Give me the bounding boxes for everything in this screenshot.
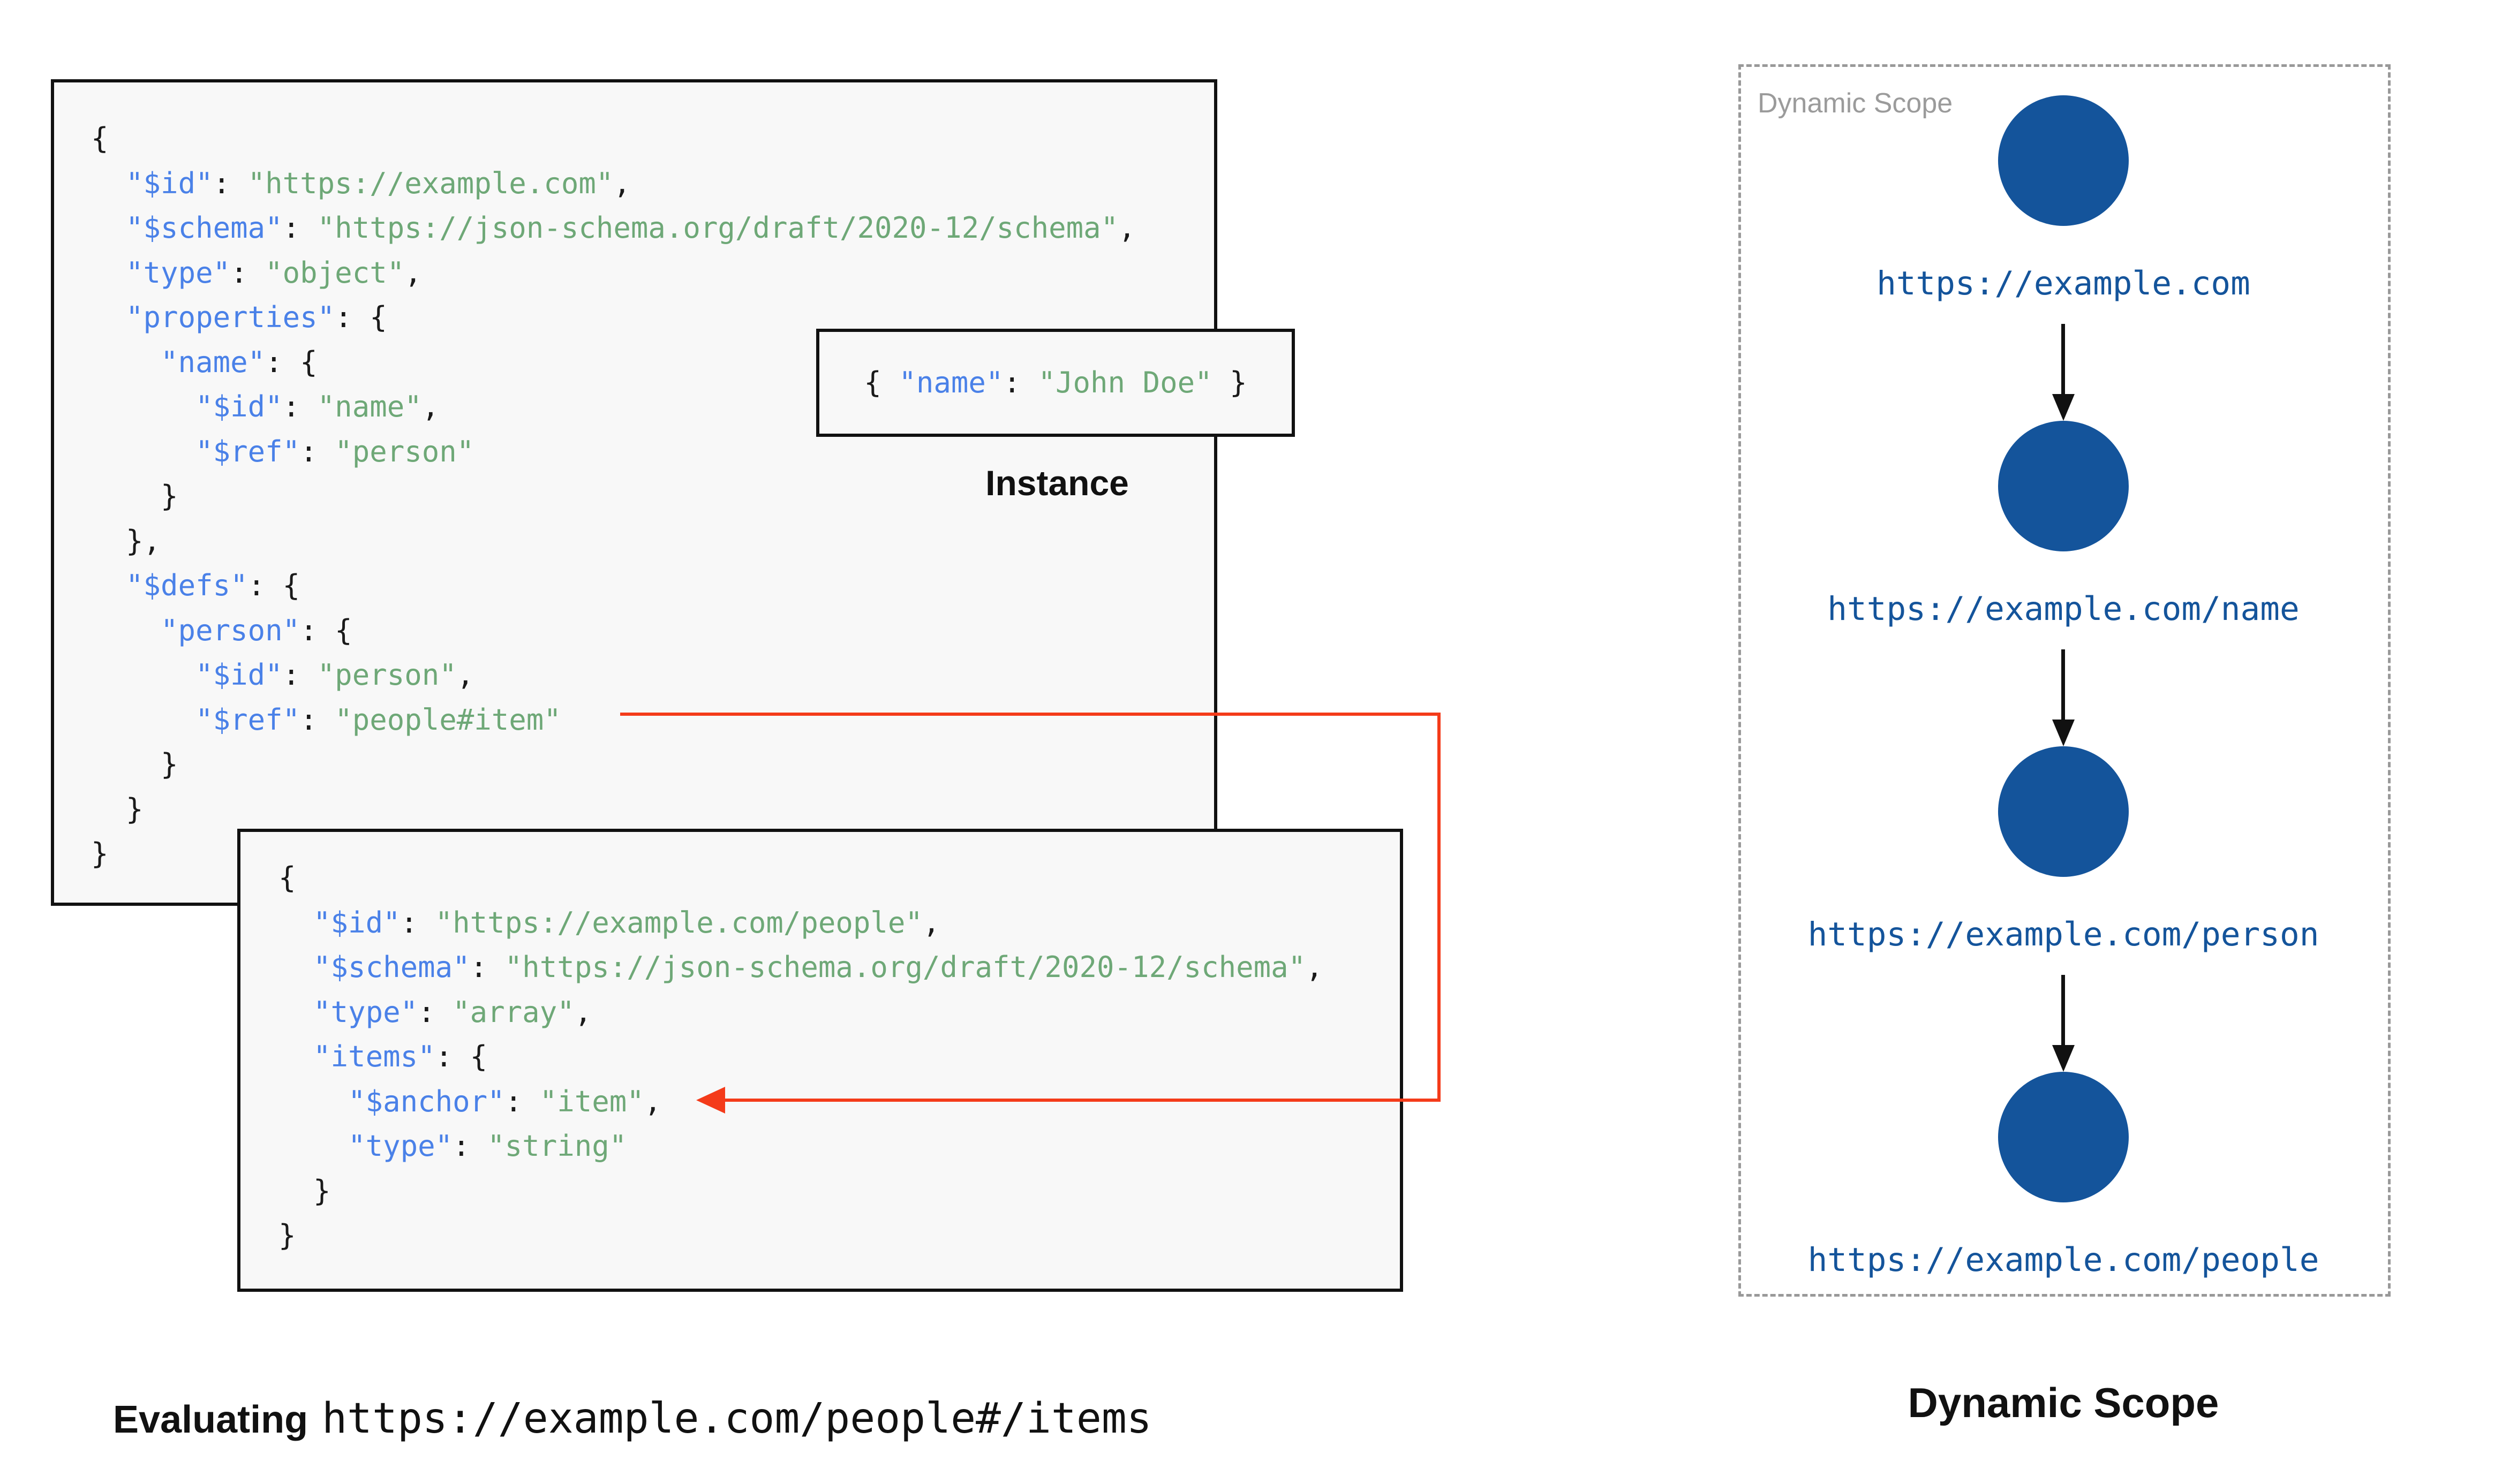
scope-node-circle-4 bbox=[1998, 1072, 2129, 1202]
ref-connector-bottom-segment bbox=[724, 1099, 1441, 1102]
scope-node-label-2: https://example.com/name bbox=[1827, 590, 2300, 628]
root-schema-panel: { "$id": "https://example.com", "$schema… bbox=[51, 79, 1217, 906]
instance-panel: { "name": "John Doe" } bbox=[816, 329, 1295, 437]
root-schema-code: { "$id": "https://example.com", "$schema… bbox=[91, 122, 1136, 870]
dynamic-scope-panel bbox=[1738, 64, 2391, 1297]
down-arrow-icon bbox=[2061, 649, 2065, 720]
down-arrowhead-icon bbox=[2052, 720, 2075, 746]
down-arrow-icon bbox=[2061, 975, 2065, 1045]
evaluating-caption-prefix: Evaluating bbox=[113, 1398, 308, 1441]
scope-node-label-4: https://example.com/people bbox=[1807, 1241, 2319, 1279]
people-schema-code: { "$id": "https://example.com/people", "… bbox=[278, 861, 1323, 1252]
people-schema-panel: { "$id": "https://example.com/people", "… bbox=[237, 829, 1403, 1292]
ref-connector-top-segment bbox=[620, 713, 1441, 716]
ref-connector-arrowhead-icon bbox=[696, 1087, 725, 1114]
down-arrowhead-icon bbox=[2052, 394, 2075, 421]
instance-code: { "name": "John Doe" } bbox=[864, 366, 1247, 399]
ref-connector-vertical-segment bbox=[1437, 713, 1441, 1102]
down-arrowhead-icon bbox=[2052, 1045, 2075, 1072]
scope-node-circle-3 bbox=[1998, 746, 2129, 877]
dynamic-scope-title: Dynamic Scope bbox=[1908, 1379, 2219, 1426]
down-arrow-icon bbox=[2061, 324, 2065, 394]
dynamic-scope-tag: Dynamic Scope bbox=[1758, 88, 1953, 119]
scope-node-circle-2 bbox=[1998, 421, 2129, 551]
evaluating-caption: Evaluating https://example.com/people#/it… bbox=[113, 1392, 1152, 1457]
instance-caption: Instance bbox=[985, 463, 1129, 503]
scope-node-circle-1 bbox=[1998, 95, 2129, 226]
scope-node-label-3: https://example.com/person bbox=[1807, 915, 2319, 953]
scope-node-label-1: https://example.com bbox=[1877, 264, 2250, 302]
evaluating-caption-uri: https://example.com/people#/items bbox=[322, 1395, 1152, 1443]
